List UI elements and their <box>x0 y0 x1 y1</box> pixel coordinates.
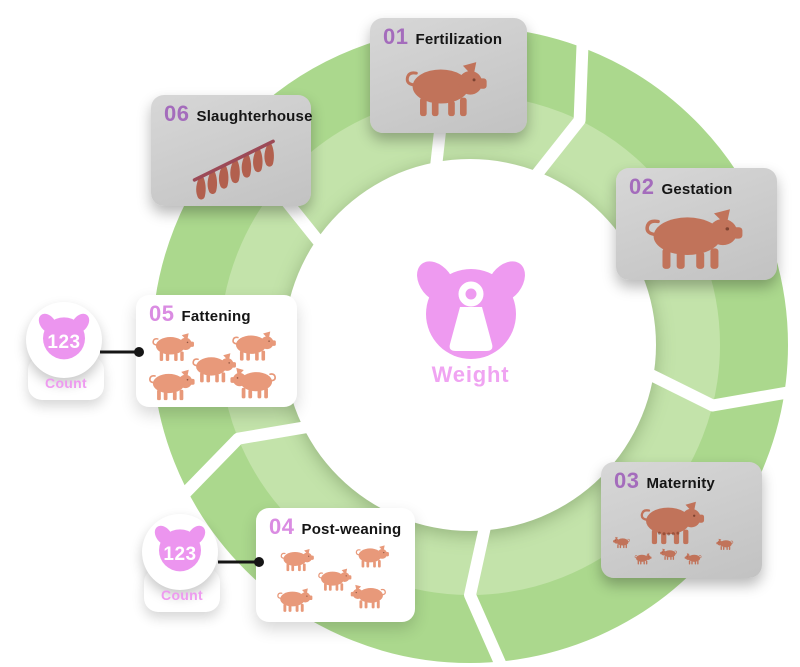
stage-number: 02 <box>629 174 655 199</box>
center-weight-hub: Weight <box>398 258 543 393</box>
count-value: 123 <box>47 332 81 353</box>
sow-with-piglets-icon <box>609 495 754 573</box>
stage-card-post-weaning[interactable]: 04 Post-weaning <box>256 508 415 622</box>
stage-label: Slaughterhouse <box>196 108 313 125</box>
stage-card-fattening[interactable]: 05 Fattening <box>136 295 297 407</box>
count-value: 123 <box>163 544 197 565</box>
stage-label: Fertilization <box>415 31 503 48</box>
count-label: Count <box>161 587 203 603</box>
stage-card-gestation[interactable]: 02 Gestation <box>616 168 777 280</box>
count-badge-circle: 123 <box>26 302 102 378</box>
stage-label: Gestation <box>661 181 733 198</box>
pregnant-sow-icon <box>624 201 769 275</box>
stage-number: 01 <box>383 24 409 49</box>
stage-label: Post-weaning <box>301 521 402 538</box>
count-label: Count <box>45 375 87 391</box>
weaner-pigs-icon <box>264 541 407 617</box>
stage-card-maternity[interactable]: 03 Maternity <box>601 462 762 578</box>
stage-card-fertilization[interactable]: 01 Fertilization <box>370 18 527 133</box>
stage-card-slaughterhouse[interactable]: 06 Slaughterhouse <box>151 95 313 206</box>
stage-number: 04 <box>269 514 295 539</box>
stage-label: Fattening <box>181 308 251 325</box>
stage-label: Maternity <box>646 475 715 492</box>
count-badge-post-weaning[interactable]: 123 Count <box>136 512 228 618</box>
stage-number: 06 <box>164 101 190 126</box>
center-label: Weight <box>431 362 510 387</box>
adult-pig-icon <box>378 51 519 128</box>
pig-head-weight-icon <box>410 258 531 359</box>
count-badge-fattening[interactable]: 123 Count <box>20 300 112 406</box>
stage-number: 05 <box>149 301 175 326</box>
hanging-carcasses-icon <box>159 128 303 201</box>
fattening-pigs-icon <box>144 328 289 402</box>
count-badge-circle: 123 <box>142 514 218 590</box>
stage-number: 03 <box>614 468 640 493</box>
